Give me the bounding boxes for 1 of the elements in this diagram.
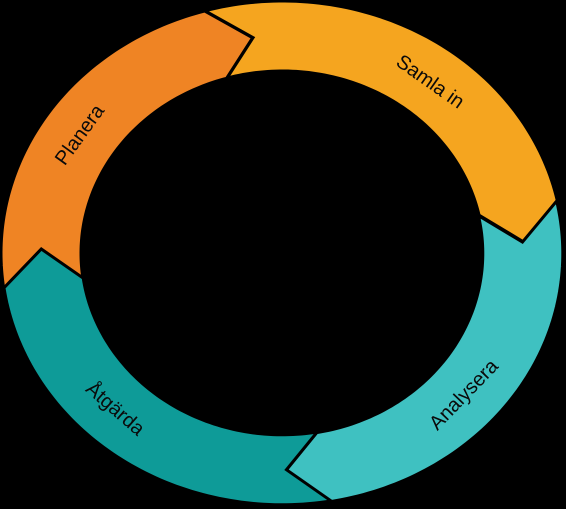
curved-arrow-segment — [286, 200, 563, 502]
